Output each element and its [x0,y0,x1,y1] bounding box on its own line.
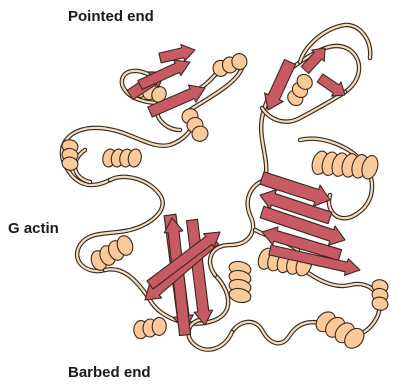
strand-right-top-3 [317,74,345,96]
helix-pointed-top [212,53,248,78]
helix-center-lower [228,260,252,305]
coil-outline-2 [62,110,193,185]
coil-outline-5 [210,180,265,275]
helix-left-upper [101,148,143,168]
helix-right-upper [309,149,380,181]
coil-5 [210,180,265,275]
helix-right-lower [312,308,368,352]
helix-barbed [133,317,166,339]
coil-10 [232,322,330,343]
coil-outline-10 [232,322,330,343]
helix-left-lower [89,234,135,273]
helix-left-edge [61,138,79,171]
helix-right-edge [371,278,389,311]
coil-2 [62,110,193,185]
